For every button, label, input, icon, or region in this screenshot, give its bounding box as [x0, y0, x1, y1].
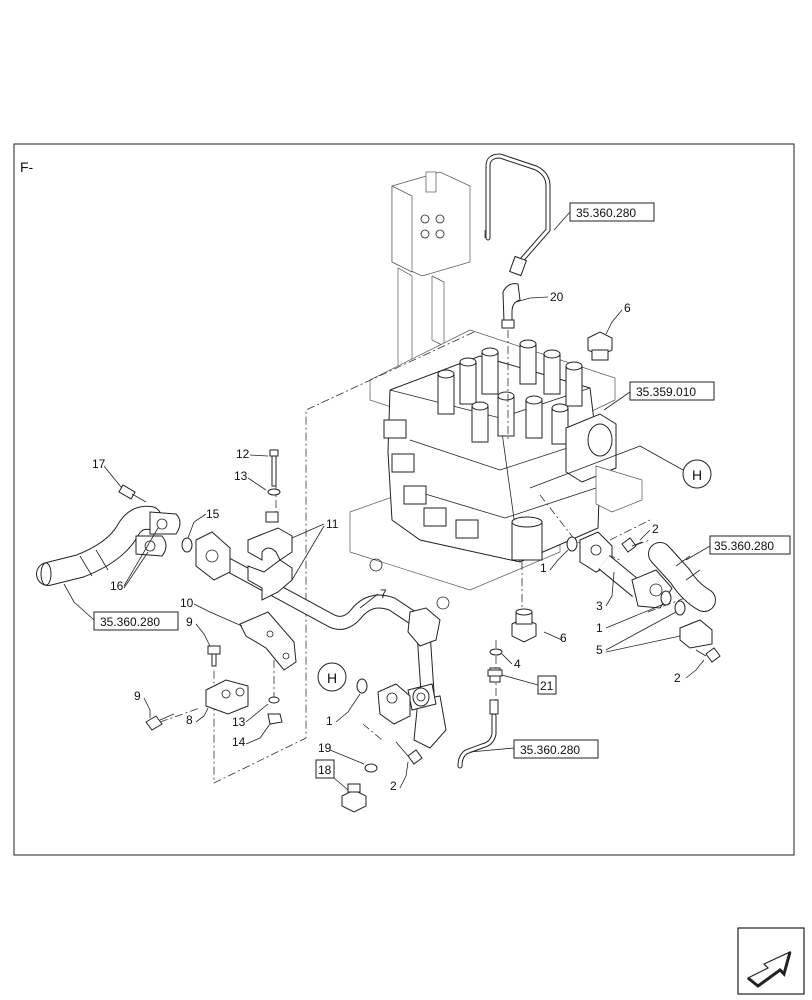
svg-text:2: 2: [652, 522, 659, 536]
part-13-washer-top: [267, 488, 281, 496]
svg-text:H: H: [692, 467, 702, 483]
part-2-bolt-right: [695, 647, 721, 663]
hook-h-left: H: [317, 662, 347, 692]
part-18-plug: [341, 783, 367, 813]
svg-text:H: H: [327, 670, 337, 686]
svg-text:10: 10: [180, 596, 194, 610]
part-9-bolt-upper: [207, 645, 221, 667]
part-4-oring: [489, 648, 503, 656]
section-label: F-: [20, 159, 34, 175]
alignment-lines: [159, 230, 691, 784]
ref-box-bottom[interactable]: 35.360.280: [513, 739, 599, 759]
part-12-bolt: [269, 449, 279, 487]
part-21-fitting: [487, 667, 503, 683]
svg-text:13: 13: [232, 715, 246, 729]
part-1-flange-lower: [377, 683, 411, 725]
boxed-21: 21: [537, 675, 557, 695]
svg-text:3: 3: [596, 599, 603, 613]
part-14-nut: [267, 713, 283, 725]
svg-text:18: 18: [318, 763, 332, 777]
svg-text:4: 4: [514, 657, 521, 671]
svg-text:35.360.280: 35.360.280: [100, 615, 160, 629]
svg-text:2: 2: [390, 779, 397, 793]
svg-text:35.359.010: 35.359.010: [636, 385, 696, 399]
part-20-elbow: [501, 283, 521, 329]
ref-leader-left: [63, 583, 95, 621]
svg-text:1: 1: [326, 714, 333, 728]
svg-text:6: 6: [560, 631, 567, 645]
ref-box-right[interactable]: 35.360.280: [709, 535, 791, 555]
part-10-bracket: [239, 611, 297, 671]
svg-text:35.360.280: 35.360.280: [576, 206, 636, 220]
svg-text:11: 11: [326, 517, 339, 531]
part-8-bracket: [205, 679, 249, 715]
svg-text:8: 8: [186, 713, 193, 727]
hook-h-right: H: [682, 459, 712, 489]
part-11-clamp: [247, 511, 293, 601]
svg-text:15: 15: [206, 507, 220, 521]
part-9-bolt-lower: [145, 713, 175, 731]
part-15-oring: [181, 537, 193, 553]
ref-box-top[interactable]: 35.360.280: [569, 202, 655, 222]
part-5-flange-halves: [679, 619, 713, 649]
svg-text:35.360.280: 35.360.280: [520, 743, 580, 757]
svg-text:35.360.280: 35.360.280: [714, 539, 774, 553]
boxed-18: 18: [315, 759, 335, 779]
part-2-bolt-lower: [395, 741, 423, 765]
part-13-washer-lower: [268, 696, 280, 704]
svg-text:17: 17: [92, 457, 106, 471]
svg-text:20: 20: [550, 290, 564, 304]
part-6-fitting-top: [587, 331, 613, 361]
ref-leader-right: [685, 545, 711, 561]
svg-text:13: 13: [234, 469, 248, 483]
ref-leader-valve: [603, 391, 631, 411]
part-6-fitting-bottom: [511, 608, 537, 643]
ref-box-valve[interactable]: 35.359.010: [629, 381, 715, 401]
part-oring-h: [356, 678, 368, 694]
svg-text:12: 12: [236, 447, 250, 461]
pilot-hose: [485, 153, 551, 277]
ref-leader-bottom: [469, 747, 515, 753]
svg-text:21: 21: [540, 679, 554, 693]
part-19-oring: [364, 763, 378, 773]
svg-text:6: 6: [624, 301, 631, 315]
svg-text:9: 9: [186, 615, 193, 629]
right-tube-assembly: [566, 531, 686, 616]
svg-text:16: 16: [110, 579, 124, 593]
part-7-tube: [195, 531, 447, 749]
hook-leader-right: [529, 445, 684, 489]
drain-hose: [457, 699, 499, 769]
svg-text:7: 7: [380, 587, 387, 601]
right-hose: [648, 542, 716, 612]
svg-text:1: 1: [596, 621, 603, 635]
svg-text:19: 19: [318, 741, 332, 755]
left-hose: [36, 505, 162, 586]
ref-leader-top: [553, 211, 571, 231]
part-17-bolt: [118, 484, 147, 503]
svg-text:2: 2: [674, 671, 681, 685]
callouts: 20 6 17 12 13 15 11 16 7 10 9 9 8 13 14: [92, 290, 705, 793]
svg-text:9: 9: [134, 689, 141, 703]
svg-text:14: 14: [232, 735, 246, 749]
diagram-frame: [13, 143, 795, 856]
svg-text:1: 1: [540, 561, 547, 575]
ref-box-left[interactable]: 35.360.280: [93, 611, 179, 631]
control-valve-assembly: [349, 171, 643, 610]
next-page-arrow-icon[interactable]: [737, 927, 805, 995]
svg-text:5: 5: [596, 643, 603, 657]
part-2-bolt-top: [621, 537, 643, 553]
